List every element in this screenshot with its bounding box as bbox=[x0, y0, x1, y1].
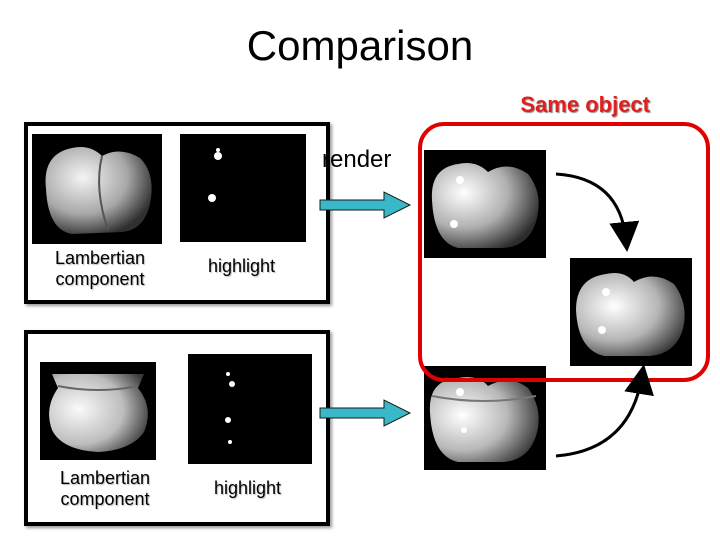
top-highlight-caption: highlight bbox=[208, 256, 276, 276]
top-components-panel: Lambertian component highlight bbox=[24, 122, 330, 304]
bottom-lambertian-image bbox=[40, 362, 156, 460]
rendered-comparison-image bbox=[570, 258, 692, 366]
same-object-label: Same object bbox=[520, 92, 650, 117]
top-highlight-image bbox=[180, 134, 306, 242]
top-curved-arrow bbox=[555, 172, 640, 252]
slide-title: Comparison bbox=[246, 22, 474, 69]
top-lambertian-image bbox=[32, 134, 162, 244]
rendered-top-image bbox=[424, 150, 546, 258]
bottom-components-panel: Lambertian component highlight bbox=[24, 330, 330, 526]
bottom-render-arrow bbox=[319, 399, 412, 427]
bottom-lambertian-caption: Lambertian component bbox=[59, 468, 151, 509]
bottom-highlight-image bbox=[188, 354, 312, 464]
top-lambertian-caption: Lambertian component bbox=[54, 248, 146, 289]
same-object-outline bbox=[418, 122, 710, 382]
rendered-bottom-image bbox=[424, 366, 546, 470]
curved-arrows bbox=[555, 172, 654, 458]
top-render-arrow bbox=[319, 191, 412, 219]
render-label: render bbox=[322, 146, 392, 173]
bottom-highlight-caption: highlight bbox=[214, 478, 282, 498]
bottom-curved-arrow bbox=[555, 364, 654, 458]
